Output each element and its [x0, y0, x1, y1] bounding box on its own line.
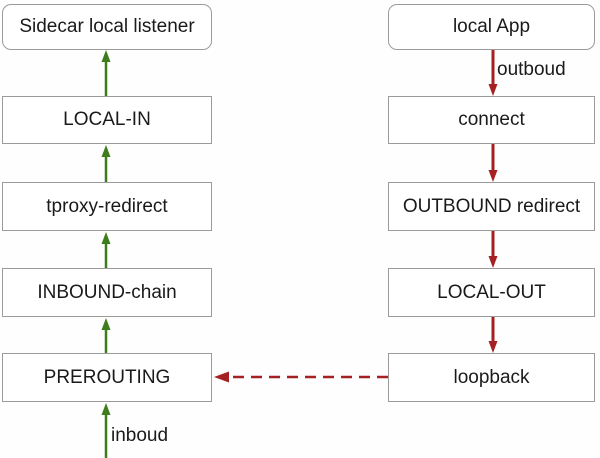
loopback-to-prerouting-arrow: [214, 371, 388, 383]
node-local-in: LOCAL-IN: [2, 96, 212, 144]
node-local-app: local App: [388, 4, 595, 50]
node-sidecar-local-listener: Sidecar local listener: [2, 4, 212, 50]
node-outbound-redirect: OUTBOUND redirect: [388, 182, 595, 231]
node-tproxy-redirect: tproxy-redirect: [2, 182, 212, 231]
inbound-arrow-label: inboud: [111, 425, 169, 446]
node-connect: connect: [388, 96, 595, 144]
node-inbound-chain: INBOUND-chain: [2, 268, 212, 317]
node-loopback: loopback: [388, 353, 595, 402]
node-prerouting: PREROUTING: [2, 353, 212, 402]
outbound-arrow-label: outboud: [497, 59, 566, 80]
node-local-out: LOCAL-OUT: [388, 268, 595, 317]
